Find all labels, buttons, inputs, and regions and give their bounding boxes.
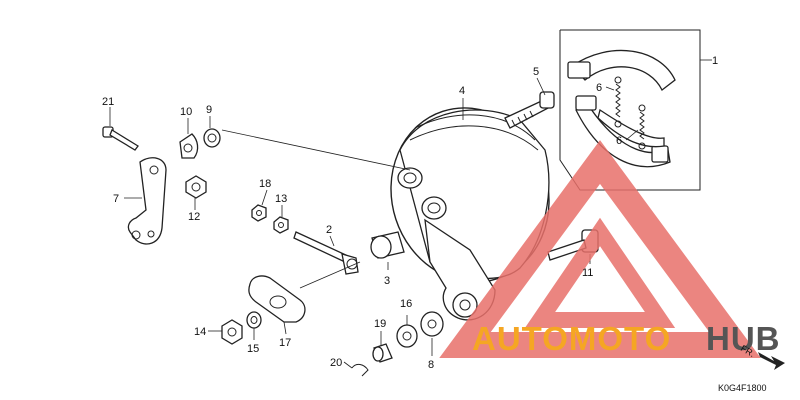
callout-14: 14	[194, 326, 206, 338]
brake-arm	[127, 157, 167, 245]
callout-7: 7	[113, 193, 119, 205]
plate-17	[248, 275, 306, 323]
watermark-brand-part1: AUTOMOTO	[472, 320, 671, 357]
brake-shoes	[567, 49, 676, 168]
brake-cam	[504, 91, 555, 129]
callout-8: 8	[428, 359, 434, 371]
callout-9: 9	[206, 104, 212, 116]
callout-19: 19	[374, 318, 386, 330]
diagram-code: K0G4F1800	[718, 383, 767, 393]
callout-17: 17	[279, 337, 291, 349]
callout-11: 11	[582, 267, 593, 279]
callout-5: 5	[533, 66, 539, 78]
brake-springs	[614, 76, 646, 150]
watermark-triangle	[439, 140, 761, 358]
callout-6a: 6	[596, 82, 602, 94]
indicator-plate	[179, 133, 199, 159]
front-arrow-icon	[758, 352, 785, 370]
washer-8	[420, 311, 444, 337]
callout-2: 2	[326, 224, 332, 236]
callout-12: 12	[188, 211, 200, 223]
collar-3	[370, 231, 405, 259]
callout-15: 15	[247, 343, 259, 355]
callout-4: 4	[459, 85, 465, 97]
callout-3: 3	[384, 275, 390, 287]
nut-18	[251, 204, 267, 222]
washer-15	[246, 311, 262, 329]
callout-20: 20	[330, 357, 342, 369]
bolt-21	[102, 126, 139, 151]
cotter-pin-20	[351, 363, 369, 377]
callout-18: 18	[259, 178, 271, 190]
bolt-2	[293, 231, 359, 275]
callout-21: 21	[102, 96, 114, 108]
callout-6b: 6	[616, 135, 622, 147]
washer-9	[203, 128, 221, 148]
nut-12	[185, 175, 207, 199]
callout-13: 13	[275, 193, 287, 205]
nut-14	[221, 319, 243, 345]
callout-16: 16	[400, 298, 412, 310]
brake-panel	[390, 107, 550, 321]
collar-19	[372, 343, 393, 363]
washer-16	[396, 324, 418, 348]
watermark-brand-part2: HUB	[706, 320, 781, 357]
callout-10: 10	[180, 106, 192, 118]
leader-lines	[109, 59, 712, 369]
callout-1: 1	[712, 55, 718, 67]
brake-shoe-frame	[559, 29, 701, 191]
nut-13	[273, 216, 289, 234]
